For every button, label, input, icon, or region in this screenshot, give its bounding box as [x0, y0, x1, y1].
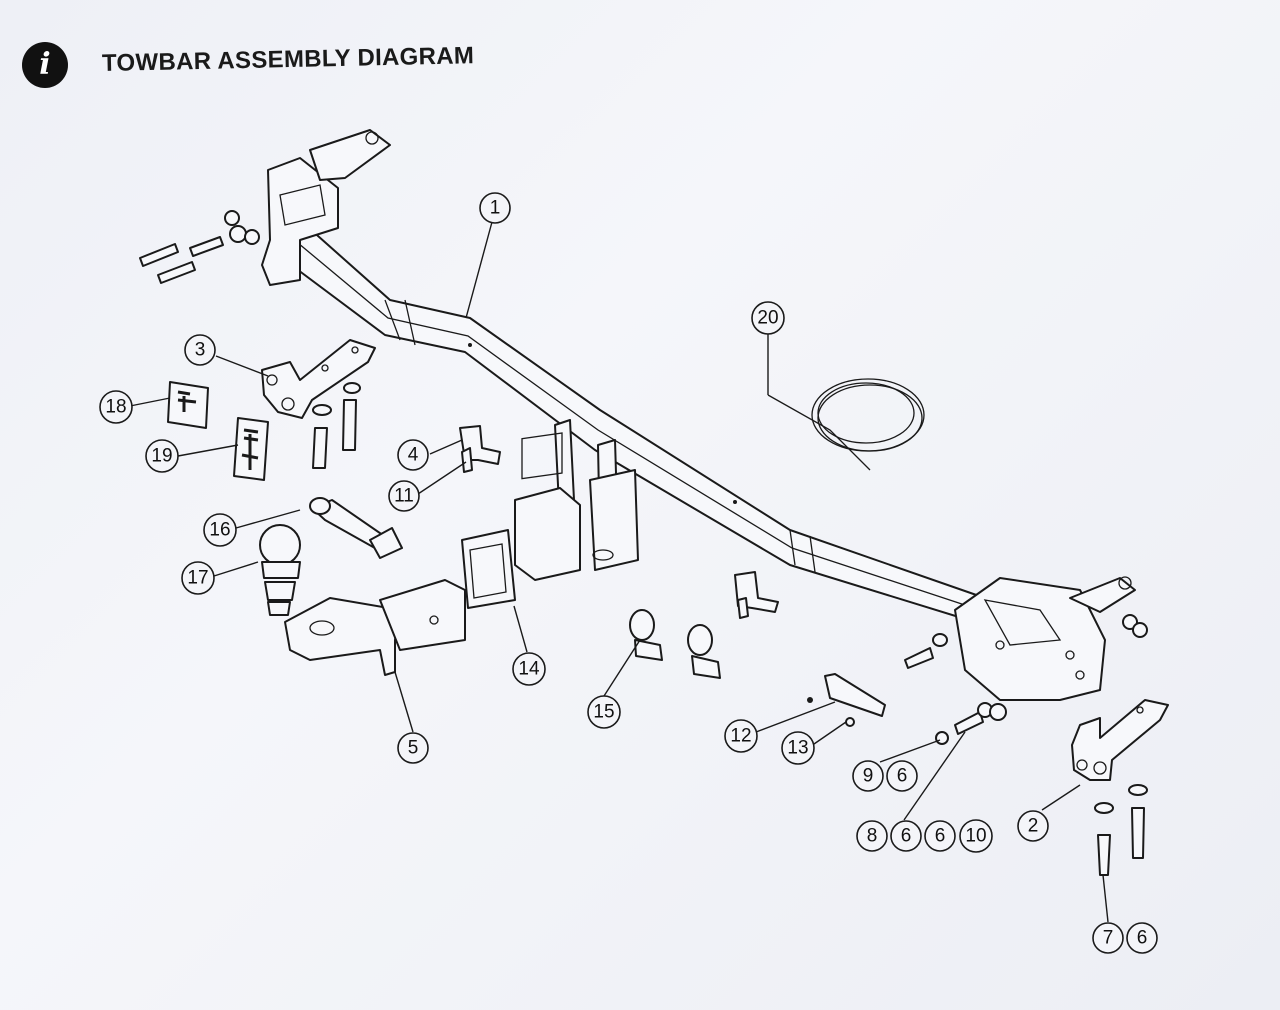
wire-coil-part-20 [767, 378, 925, 471]
callout-5: 5 [397, 732, 429, 764]
bracket-part-4 [459, 425, 501, 473]
leader-lines [129, 221, 1109, 923]
plate-part-12 [807, 673, 886, 727]
left-end-bracket [261, 129, 391, 286]
callout-4: 4 [397, 439, 429, 471]
sticker-part-18 [167, 381, 209, 429]
callout-16: 16 [203, 513, 237, 547]
svg-text:4: 4 [408, 445, 419, 466]
svg-text:14: 14 [518, 659, 540, 680]
callout-15: 15 [587, 695, 621, 729]
svg-text:18: 18 [105, 397, 126, 418]
small-bracket-right [734, 571, 779, 619]
callout-3: 3 [184, 334, 216, 366]
svg-text:5: 5 [408, 738, 419, 759]
callout-11: 11 [388, 480, 420, 512]
callout-8: 8 [856, 820, 888, 852]
callout-6-lower-a: 6 [890, 820, 922, 852]
callout-18: 18 [99, 390, 133, 424]
svg-text:6: 6 [1137, 928, 1148, 949]
callout-19: 19 [145, 439, 179, 473]
callout-6-upper: 6 [886, 760, 918, 792]
callout-2: 2 [1017, 810, 1049, 842]
callout-20: 20 [751, 301, 785, 335]
svg-text:13: 13 [787, 738, 808, 759]
left-bolts [139, 210, 260, 284]
callout-1: 1 [479, 192, 511, 224]
shackles-part-15 [629, 609, 721, 679]
sticker-part-19 [233, 417, 269, 481]
svg-text:17: 17 [187, 568, 208, 589]
svg-text:6: 6 [897, 766, 908, 787]
hitch-cover-part-14 [461, 529, 516, 609]
svg-text:2: 2 [1028, 816, 1039, 837]
svg-text:7: 7 [1103, 928, 1114, 949]
svg-text:1: 1 [490, 198, 501, 219]
right-end-bracket [954, 576, 1136, 701]
svg-text:12: 12 [730, 726, 751, 747]
callout-13: 13 [781, 731, 815, 765]
svg-text:8: 8 [867, 826, 878, 847]
svg-text:16: 16 [209, 520, 230, 541]
svg-text:9: 9 [863, 766, 874, 787]
svg-text:10: 10 [965, 826, 986, 847]
callout-17: 17 [181, 561, 215, 595]
callout-7: 7 [1092, 922, 1124, 954]
svg-text:19: 19 [151, 446, 172, 467]
svg-text:6: 6 [901, 826, 912, 847]
receiver-hitch [514, 419, 639, 581]
svg-text:3: 3 [195, 340, 206, 361]
callout-14: 14 [512, 652, 546, 686]
callout-9: 9 [852, 760, 884, 792]
bracket-part-2 [1071, 699, 1169, 876]
bracket-part-3 [261, 339, 376, 469]
right-bolts [904, 614, 1148, 745]
header: i TOWBAR ASSEMBLY DIAGRAM [22, 38, 622, 88]
info-icon: i [22, 42, 68, 88]
callout-12: 12 [724, 719, 758, 753]
svg-text:15: 15 [593, 702, 614, 723]
callout-10: 10 [959, 819, 993, 853]
svg-text:11: 11 [394, 486, 414, 507]
callout-6-bottom: 6 [1126, 922, 1158, 954]
hitch-pin-part-16 [309, 497, 403, 559]
callout-6-lower-b: 6 [924, 820, 956, 852]
ball-mount-part-5 [284, 579, 466, 676]
tow-ball-part-17 [259, 524, 301, 616]
svg-text:20: 20 [757, 308, 778, 329]
svg-text:6: 6 [935, 826, 946, 847]
